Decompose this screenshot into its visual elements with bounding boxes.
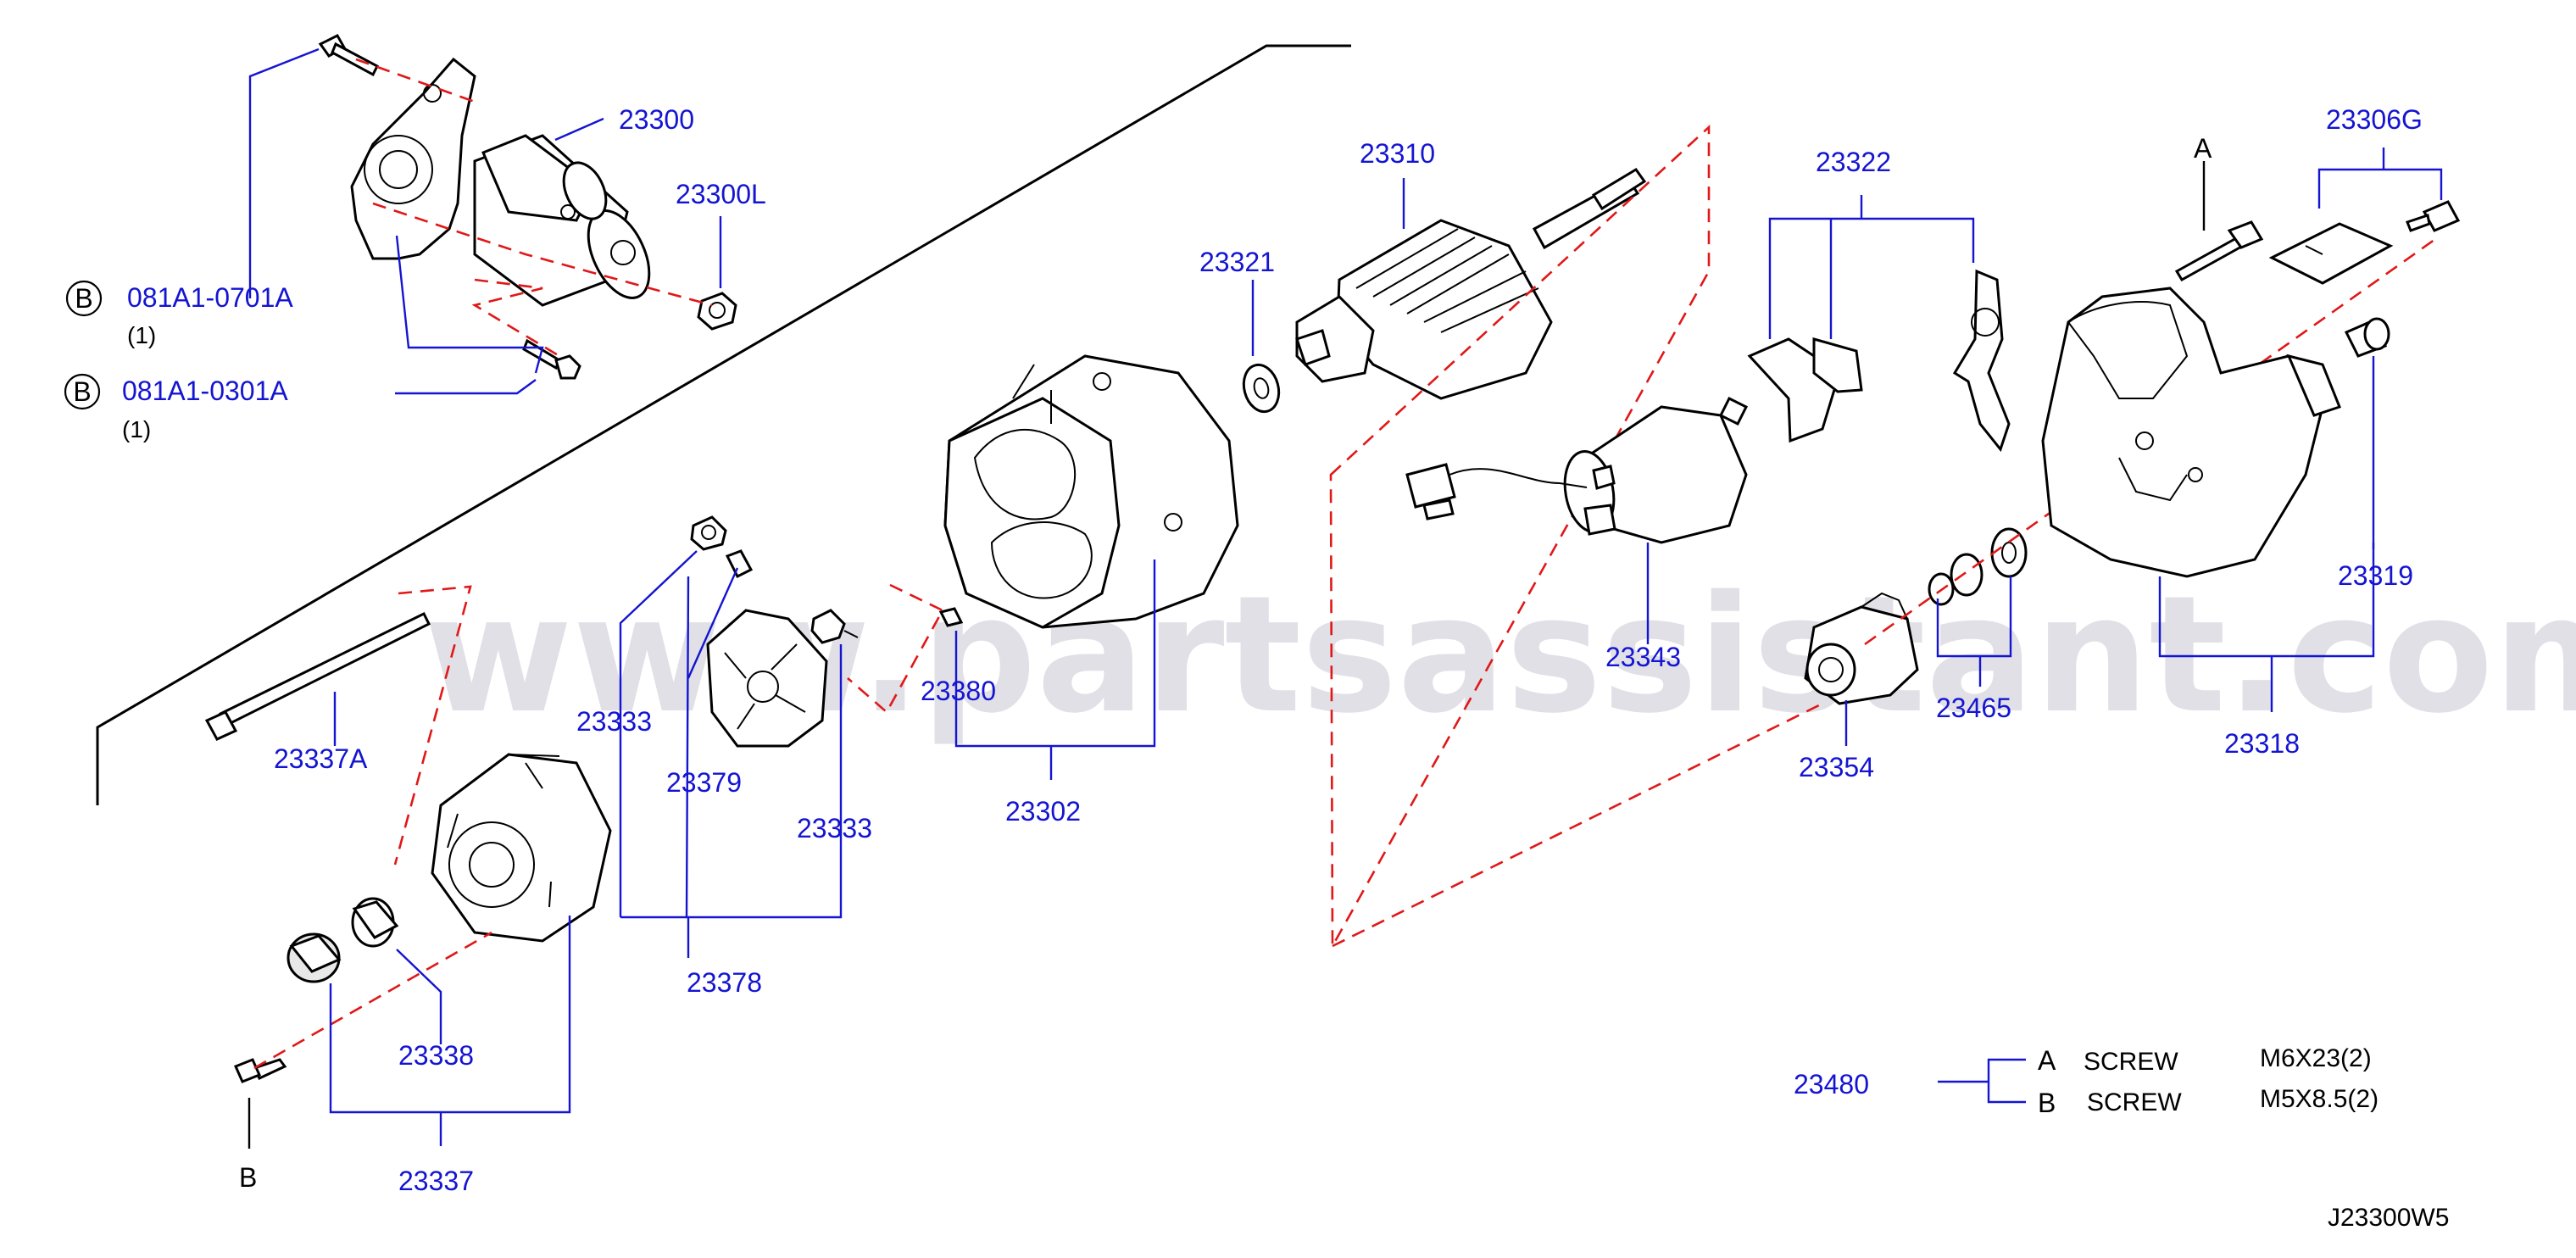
assembly-guide-lines bbox=[355, 58, 713, 358]
solenoid-guide-box bbox=[1329, 125, 1823, 950]
qty: (1) bbox=[122, 416, 151, 443]
part-labels: 23300 23300L 23310 23321 23322 23306G 23… bbox=[274, 104, 2423, 1196]
badge-b-circle bbox=[65, 280, 103, 317]
label-23318[interactable]: 23318 bbox=[2224, 728, 2300, 759]
marker-b: B bbox=[239, 1162, 257, 1193]
section-divider bbox=[96, 44, 1351, 805]
leader-23302 bbox=[954, 559, 1156, 780]
label-23321[interactable]: 23321 bbox=[1199, 247, 1275, 277]
screw-b-size: M5X8.5(2) bbox=[2260, 1085, 2378, 1113]
pinion-23354 bbox=[1804, 592, 1919, 705]
leader-23300 bbox=[554, 117, 604, 142]
starter-assembly-illustration bbox=[350, 57, 651, 307]
leader-23306G bbox=[2317, 148, 2443, 209]
washers-23465 bbox=[1928, 527, 2028, 606]
label-23338[interactable]: 23338 bbox=[398, 1040, 474, 1071]
screw-b-key: B bbox=[2038, 1088, 2056, 1118]
diagram-code: J23300W5 bbox=[2328, 1204, 2449, 1232]
end-cover-23337 bbox=[431, 753, 612, 943]
qty: (1) bbox=[127, 322, 156, 348]
solenoid-connector bbox=[1405, 463, 1588, 520]
badge-letter: B bbox=[73, 376, 91, 407]
badge-b-circle bbox=[64, 373, 101, 410]
label-23310[interactable]: 23310 bbox=[1360, 138, 1435, 169]
bracket-23306G bbox=[2268, 222, 2394, 285]
badge-letter: B bbox=[75, 283, 92, 314]
leader-23337 bbox=[329, 916, 571, 1146]
cover-screw-guide bbox=[253, 931, 492, 1070]
screw-table-bracket bbox=[1938, 1058, 2026, 1104]
clip-23380 bbox=[938, 607, 964, 627]
part-no-081A1-0301A[interactable]: 081A1-0301A bbox=[122, 376, 288, 406]
label-23337A[interactable]: 23337A bbox=[274, 743, 368, 774]
armature-23310 bbox=[1295, 168, 1647, 400]
shaft-guide-line bbox=[1864, 236, 2439, 646]
label-23343[interactable]: 23343 bbox=[1605, 642, 1681, 672]
washer-23321 bbox=[1242, 363, 1281, 414]
brush-spring-23333-left bbox=[690, 515, 727, 551]
brush-23379 bbox=[725, 549, 754, 579]
end-cap-23337 bbox=[287, 932, 342, 983]
bushing-23319 bbox=[2344, 317, 2390, 358]
bolt-ref-0301A: B 081A1-0301A (1) bbox=[64, 373, 288, 443]
label-23319[interactable]: 23319 bbox=[2338, 560, 2413, 591]
label-23465[interactable]: 23465 bbox=[1936, 693, 2011, 723]
bolt-081A1-0301A bbox=[522, 338, 581, 380]
leader-23318 bbox=[2158, 543, 2375, 712]
yoke-assembly-23302 bbox=[943, 354, 1239, 629]
bolt-081A1-0701A bbox=[318, 34, 379, 77]
through-bolt-guide bbox=[393, 585, 472, 866]
label-23306G[interactable]: 23306G bbox=[2326, 104, 2423, 135]
label-23302[interactable]: 23302 bbox=[1005, 796, 1081, 827]
leader-081A1-0701A bbox=[248, 47, 320, 298]
lever-plates-23322 bbox=[1747, 269, 2011, 453]
part-no-081A1-0701A[interactable]: 081A1-0701A bbox=[127, 282, 293, 313]
label-23322[interactable]: 23322 bbox=[1816, 147, 1891, 177]
label-23380[interactable]: 23380 bbox=[921, 676, 996, 706]
bushing-23338 bbox=[351, 897, 399, 948]
leader-23378-group bbox=[619, 550, 843, 919]
label-23333-right[interactable]: 23333 bbox=[797, 813, 872, 843]
label-23378[interactable]: 23378 bbox=[687, 967, 762, 998]
brush-spring-23333-right bbox=[810, 609, 859, 644]
label-23337[interactable]: 23337 bbox=[398, 1166, 474, 1196]
screw-table: A SCREW M6X23(2) B SCREW M5X8.5(2) bbox=[1938, 1044, 2378, 1118]
leader-0301A-bolt bbox=[395, 379, 537, 395]
screw-a-size: M6X23(2) bbox=[2260, 1044, 2372, 1072]
screw-a bbox=[2174, 220, 2264, 282]
through-bolt-23337A bbox=[204, 611, 431, 741]
brush-holder-23379 bbox=[706, 609, 828, 748]
leader-23322 bbox=[1768, 195, 1975, 339]
screw-b-lower bbox=[233, 1058, 287, 1083]
label-23300[interactable]: 23300 bbox=[619, 104, 694, 135]
label-23480[interactable]: 23480 bbox=[1794, 1069, 1869, 1099]
leader-23338 bbox=[396, 949, 442, 1044]
bolt-23306G bbox=[2406, 200, 2461, 232]
nut-23300L bbox=[697, 292, 737, 331]
screw-b-type: SCREW bbox=[2087, 1088, 2182, 1116]
leader-081A1-0301A bbox=[395, 235, 544, 374]
label-23300L[interactable]: 23300L bbox=[676, 179, 766, 209]
label-23379[interactable]: 23379 bbox=[666, 767, 742, 798]
screw-a-key: A bbox=[2038, 1045, 2056, 1076]
marker-a: A bbox=[2194, 133, 2212, 164]
label-23354[interactable]: 23354 bbox=[1799, 752, 1874, 782]
solenoid-23343 bbox=[1563, 396, 1749, 544]
bolt-ref-0701A: B 081A1-0701A (1) bbox=[65, 280, 293, 348]
gear-housing-23318 bbox=[2041, 287, 2341, 578]
leader-23465 bbox=[1936, 576, 2012, 687]
screw-a-type: SCREW bbox=[2084, 1048, 2178, 1076]
label-23333-left[interactable]: 23333 bbox=[576, 706, 652, 737]
brush-guide-lines bbox=[847, 583, 944, 715]
